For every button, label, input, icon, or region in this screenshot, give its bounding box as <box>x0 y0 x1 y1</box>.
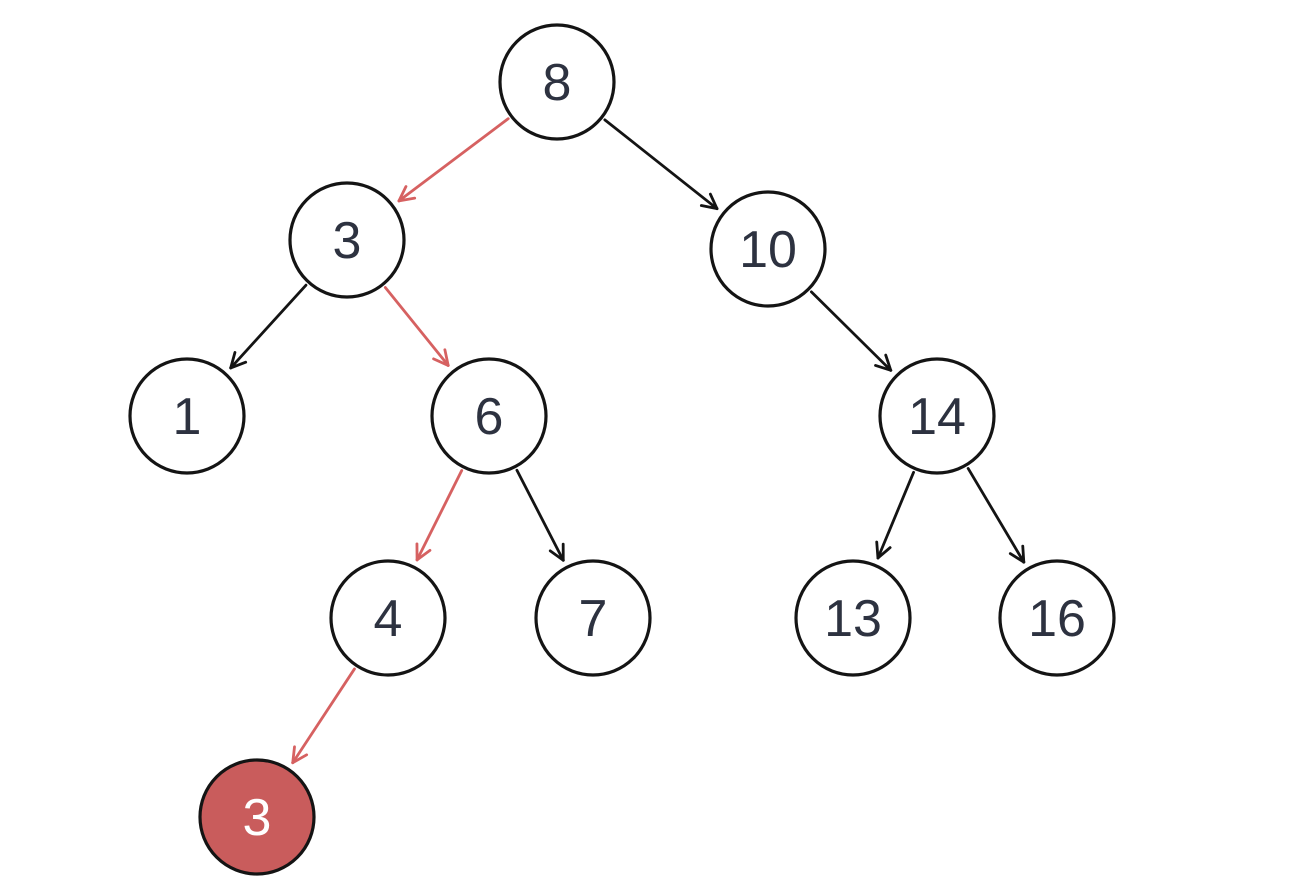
node-circle <box>288 181 406 299</box>
arrowhead-icon <box>875 540 880 560</box>
edge-line <box>515 468 565 562</box>
tree-edge-10-14 <box>809 290 893 372</box>
arrowhead-icon <box>443 348 450 367</box>
node-circle <box>498 23 616 141</box>
edge-line <box>603 118 719 211</box>
arrowhead-icon <box>1008 552 1026 564</box>
arrowhead-icon <box>874 364 893 372</box>
edge-line <box>966 467 1026 564</box>
tree-edge-8-10 <box>603 118 719 211</box>
edge-line <box>383 286 450 367</box>
node-circle <box>329 559 447 677</box>
node-circle <box>430 357 548 475</box>
edge-line <box>397 117 510 203</box>
node-circle <box>878 357 996 475</box>
edge-line <box>291 667 356 765</box>
tree-edge-4-3-new <box>291 667 356 765</box>
arrowhead-icon <box>229 360 248 370</box>
tree-node-13: 13 <box>794 559 912 677</box>
arrowhead-icon <box>291 745 296 765</box>
tree-edge-3-1 <box>229 283 308 370</box>
node-circle <box>998 559 1116 677</box>
arrowhead-icon <box>876 546 892 560</box>
edge-line <box>809 290 893 372</box>
arrowhead-icon <box>397 185 408 203</box>
edge-line <box>229 283 308 370</box>
arrowhead-icon <box>1021 544 1026 564</box>
arrowhead-icon <box>884 353 893 372</box>
tree-edge-6-7 <box>515 468 565 562</box>
tree-node-4: 4 <box>329 559 447 677</box>
arrowhead-icon <box>432 357 450 367</box>
tree-node-1: 1 <box>128 357 246 475</box>
tree-node-6: 6 <box>430 357 548 475</box>
arrowhead-icon <box>415 548 432 562</box>
tree-node-14: 14 <box>878 357 996 475</box>
tree-edge-14-13 <box>875 470 915 560</box>
arrowhead-icon <box>708 192 719 211</box>
node-circle <box>128 357 246 475</box>
arrowhead-icon <box>699 204 719 211</box>
edge-line <box>876 470 915 560</box>
tree-node-16: 16 <box>998 559 1116 677</box>
tree-node-3: 3 <box>288 181 406 299</box>
tree-edge-6-4 <box>415 469 464 562</box>
tree-edge-3-6 <box>383 286 450 367</box>
node-circle <box>198 758 316 876</box>
arrowhead-icon <box>397 196 417 203</box>
edge-line <box>415 469 464 562</box>
arrowhead-icon <box>548 549 565 562</box>
node-circle <box>709 190 827 308</box>
arrowhead-icon <box>291 753 309 765</box>
tree-node-7: 7 <box>534 559 652 677</box>
tree-node-10: 10 <box>709 190 827 308</box>
tree-edge-14-16 <box>966 467 1026 564</box>
tree-node-3-new: 3 <box>198 758 316 876</box>
tree-node-8: 8 <box>498 23 616 141</box>
arrowhead-icon <box>229 351 237 370</box>
node-circle <box>534 559 652 677</box>
tree-edge-8-3 <box>397 117 510 203</box>
node-circle <box>794 559 912 677</box>
